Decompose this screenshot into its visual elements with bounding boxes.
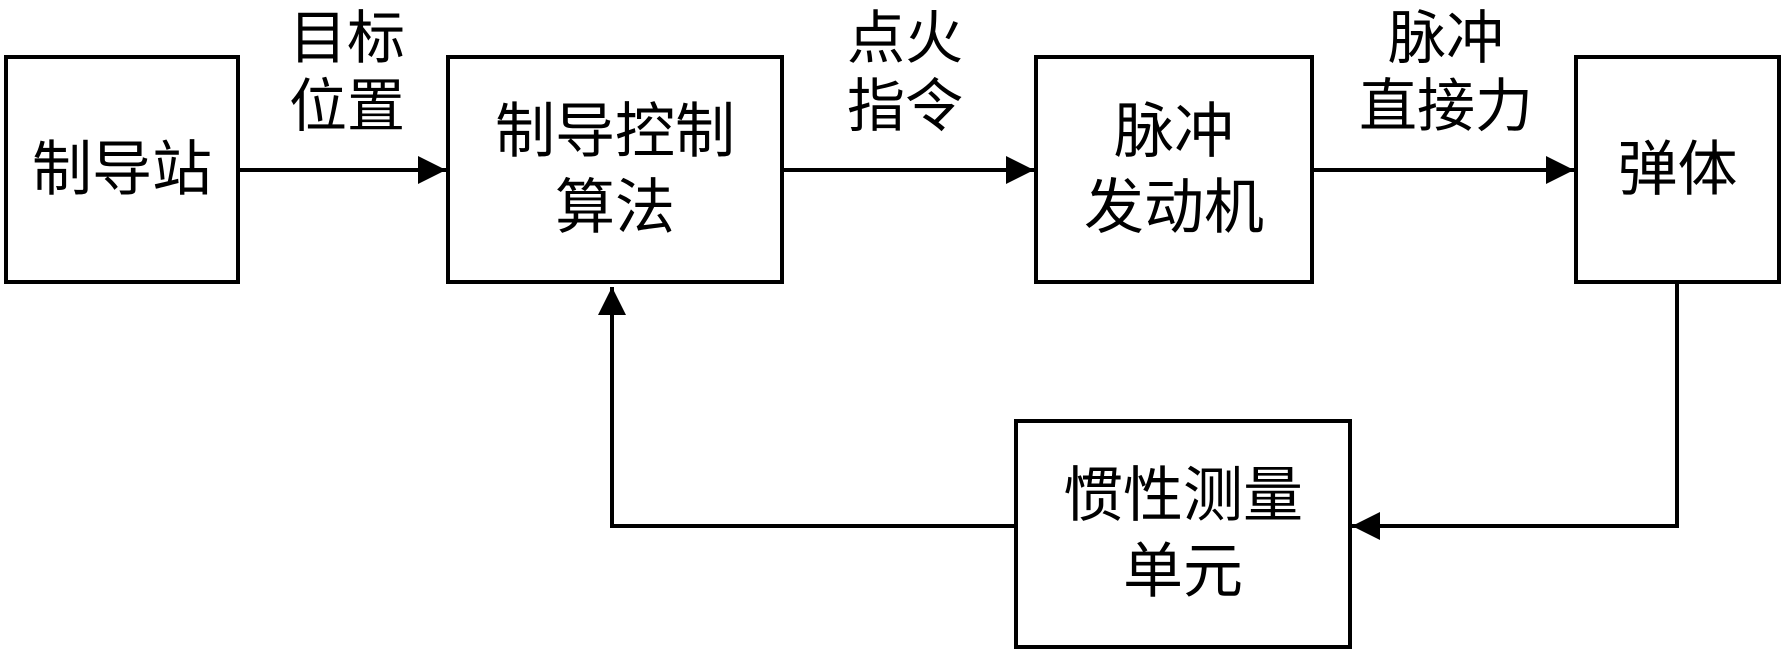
target-position-label: 目标 位置 (282, 4, 412, 140)
edge-label-line: 直接力 (1358, 72, 1533, 140)
pulse-direct-force-label: 脉冲 直接力 (1346, 4, 1546, 140)
block-line: 制导控制 (495, 96, 735, 167)
block-line: 弹体 (1617, 134, 1738, 205)
guidance-control-algorithm-block: 制导控制 算法 (446, 55, 784, 284)
edge-label-line: 指令 (846, 72, 963, 140)
block-line: 惯性测量 (1063, 461, 1303, 531)
guidance-station-block: 制导站 (4, 55, 240, 284)
edge-label-line: 位置 (288, 72, 405, 140)
pulse-engine-block: 脉冲 发动机 (1034, 55, 1314, 284)
edge-label-line: 点火 (846, 4, 963, 72)
block-line: 算法 (555, 172, 675, 243)
ignition-command-label: 点火 指令 (840, 4, 970, 140)
edge-label-line: 目标 (288, 4, 405, 72)
block-line: 脉冲 (1114, 96, 1234, 167)
arrow-body-to-imu (1352, 283, 1679, 540)
edge-label-line: 脉冲 (1387, 4, 1504, 72)
block-line: 单元 (1123, 537, 1243, 607)
block-line: 发动机 (1084, 172, 1264, 243)
arrow-imu-to-algorithm (598, 287, 1014, 528)
missile-body-block: 弹体 (1574, 55, 1781, 284)
block-line: 制导站 (32, 134, 212, 205)
inertial-measurement-unit-block: 惯性测量 单元 (1014, 419, 1352, 649)
